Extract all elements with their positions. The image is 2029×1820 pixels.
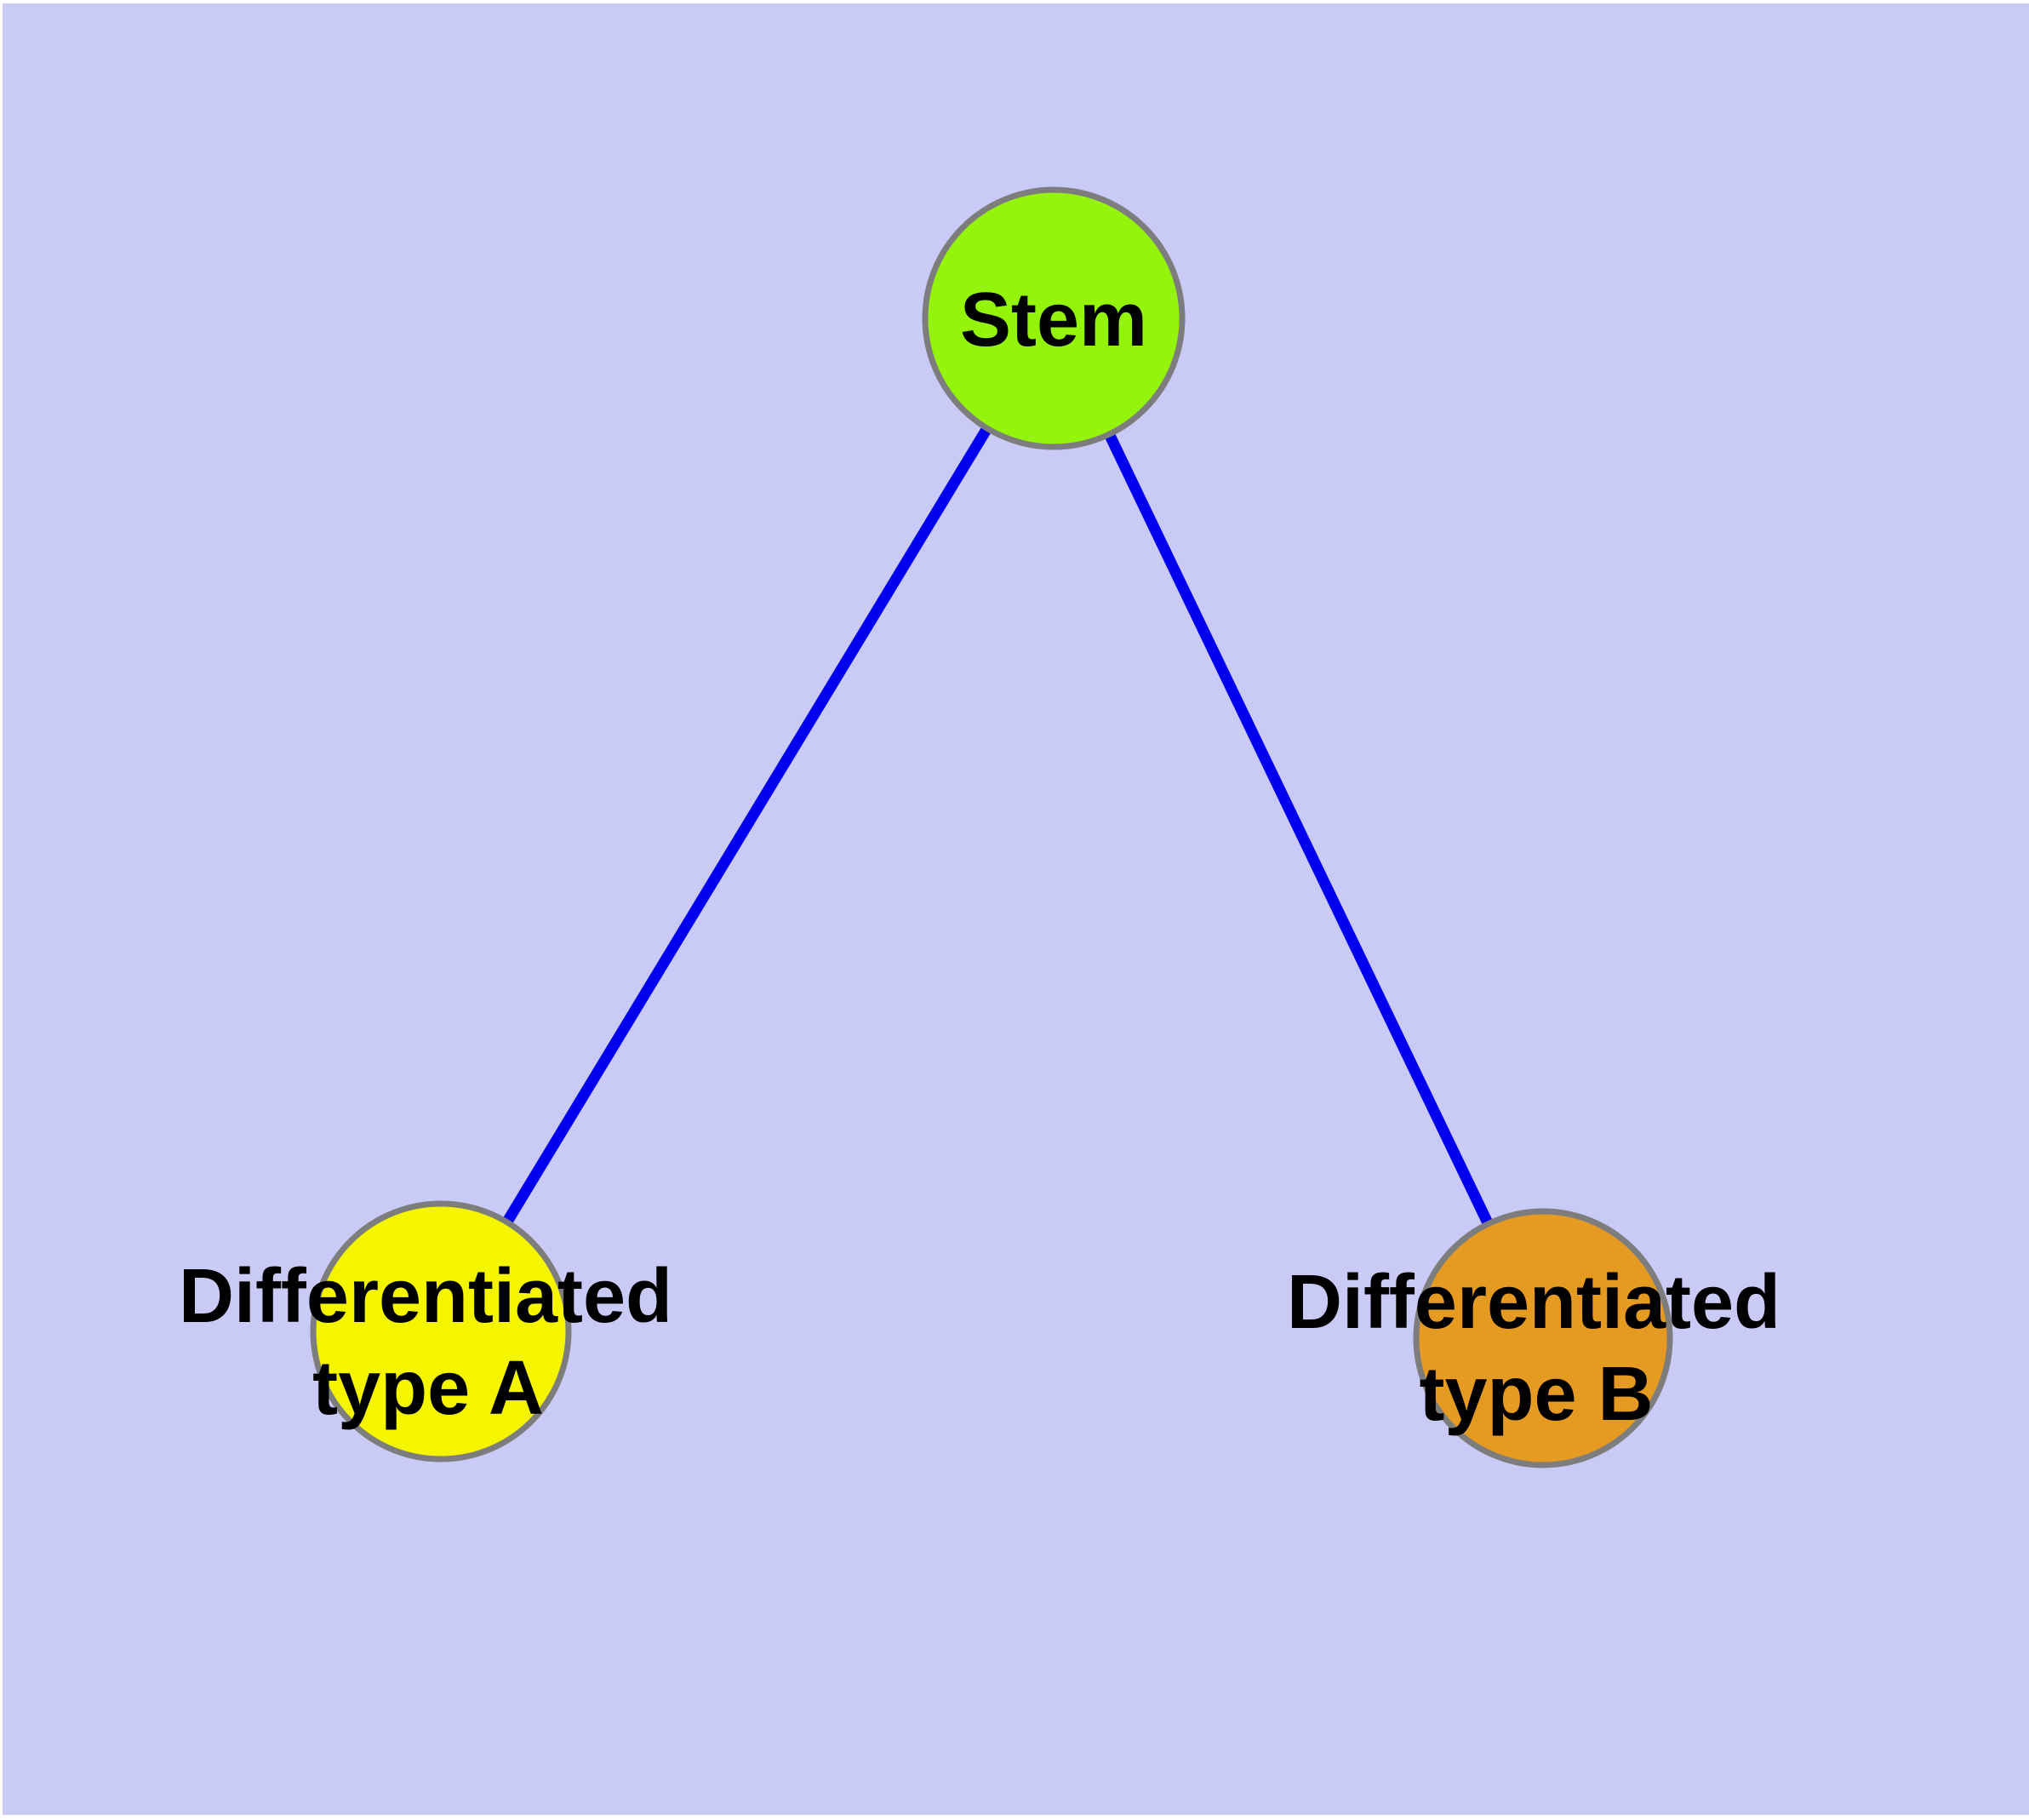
node-type-a-label-line1: Differentiated <box>179 1254 672 1339</box>
node-type-b-label-line1: Differentiated <box>1287 1260 1780 1345</box>
node-differentiated-type-a <box>310 1200 572 1462</box>
node-type-a-label-line2: type A <box>312 1346 544 1431</box>
node-type-b-label-line2: type B <box>1419 1352 1653 1437</box>
node-stem <box>922 186 1186 450</box>
node-stem-label: Stem <box>960 278 1147 363</box>
node-differentiated-type-b <box>1413 1208 1673 1468</box>
edge-stem-to-type-b <box>1049 316 1548 1341</box>
edge-stem-to-type-a <box>436 315 1059 1335</box>
